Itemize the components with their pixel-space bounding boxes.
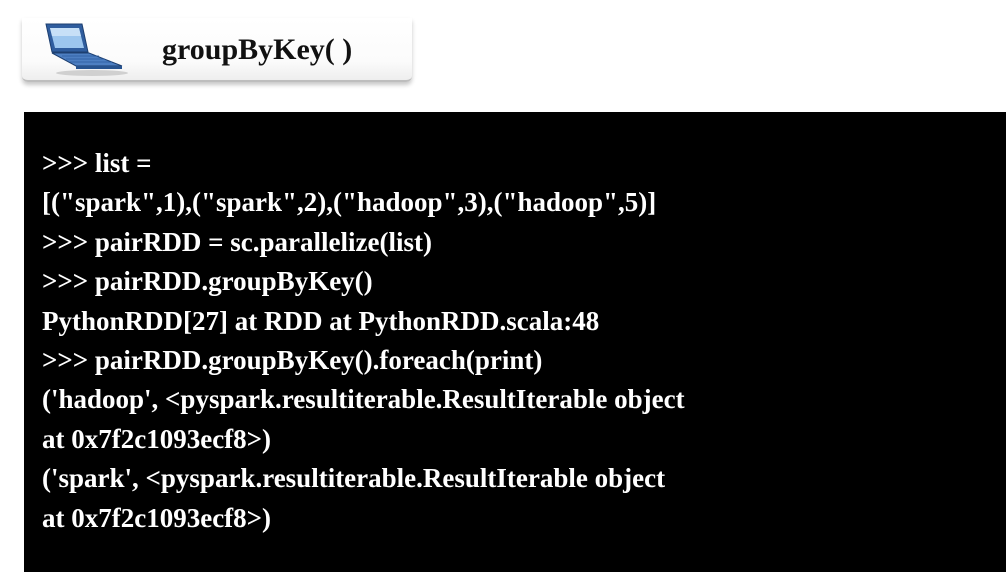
console-line: at 0x7f2c1093ecf8>)	[42, 423, 272, 454]
console-line: >>> pairRDD = sc.parallelize(list)	[42, 226, 432, 257]
console-lines: >>> list = [("spark",1),("spark",2),("ha…	[42, 144, 685, 538]
console-line: >>> pairRDD.groupByKey().foreach(print)	[42, 344, 543, 375]
console-line: at 0x7f2c1093ecf8>)	[42, 502, 272, 533]
console-line: >>> list =	[42, 148, 152, 178]
console-output: >>> list = [("spark",1),("spark",2),("ha…	[24, 112, 1006, 572]
console-line: [("spark",1),("spark",2),("hadoop",3),("…	[42, 187, 657, 218]
title-bar: groupByKey( )	[22, 18, 412, 82]
console-line: PythonRDD[27] at RDD at PythonRDD.scala:…	[42, 305, 600, 336]
console-line: ('hadoop', <pyspark.resultiterable.Resul…	[42, 384, 685, 415]
slide-title: groupByKey( )	[162, 33, 353, 66]
console-line: ('spark', <pyspark.resultiterable.Result…	[42, 463, 666, 494]
console-line: >>> pairRDD.groupByKey()	[42, 266, 373, 297]
laptop-icon	[45, 23, 128, 76]
